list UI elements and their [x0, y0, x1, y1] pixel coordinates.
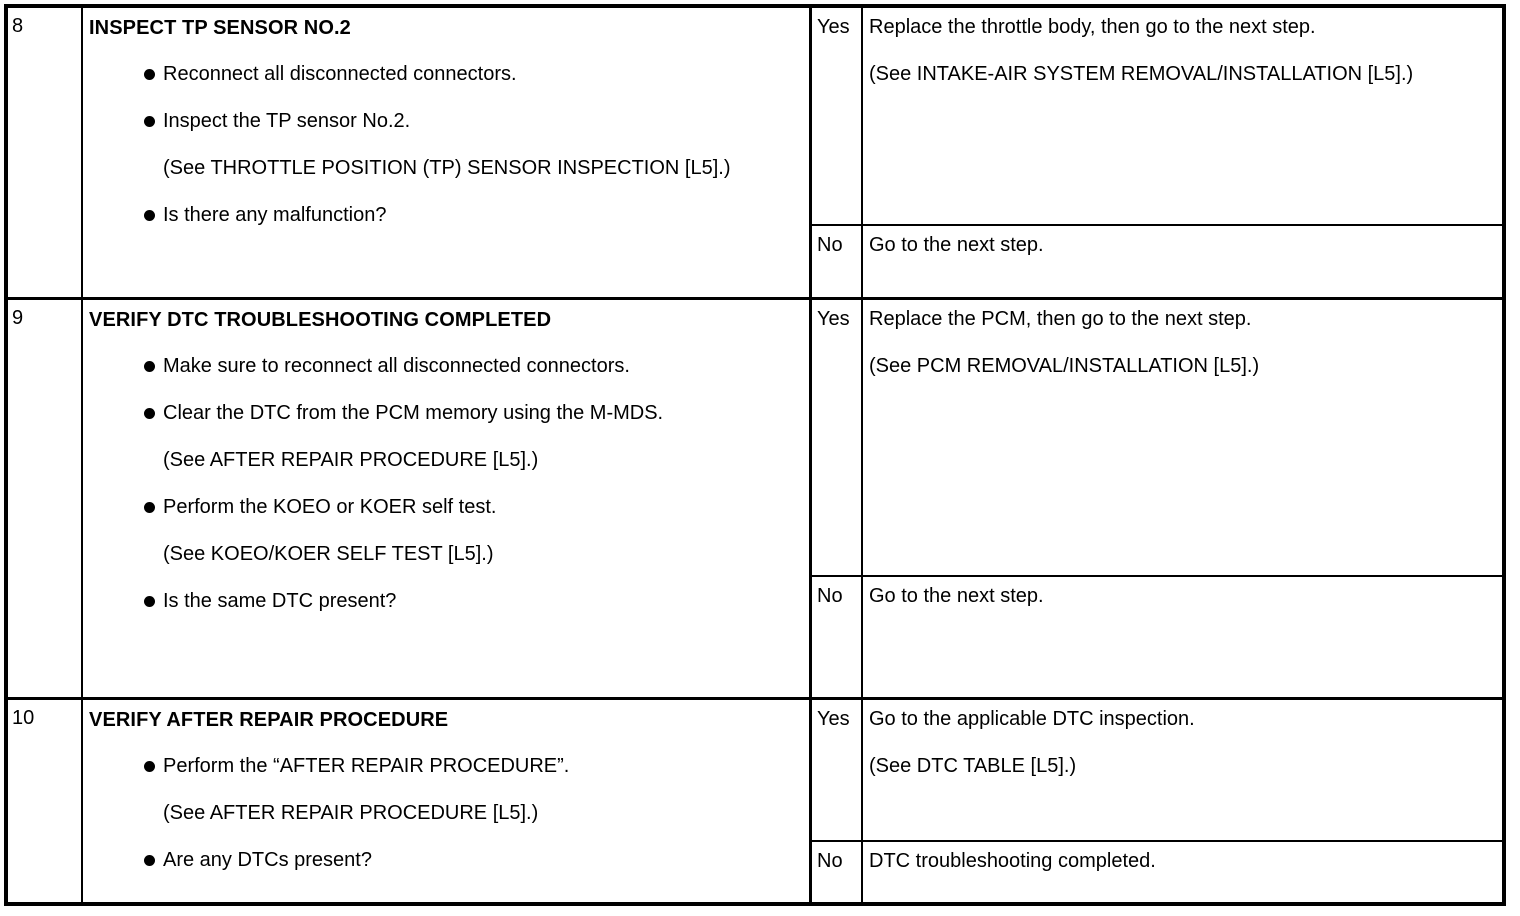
step-number: 9	[12, 306, 24, 329]
answer-body: Go to the next step.	[863, 577, 1502, 697]
list-item: Perform the KOEO or KOER self test.	[89, 494, 799, 520]
answer-block-yes: Yes Replace the throttle body, then go t…	[812, 8, 1502, 226]
bullet-icon	[144, 116, 155, 127]
bullet-icon	[144, 595, 155, 607]
answer-body: DTC troubleshooting completed.	[863, 842, 1502, 902]
list-item-text: Is the same DTC present?	[163, 589, 397, 612]
answer-label: No	[812, 576, 863, 697]
answer-label: No	[812, 841, 863, 902]
bullet-icon	[144, 760, 155, 772]
answer-label: Yes	[812, 699, 863, 840]
procedure-title: VERIFY DTC TROUBLESHOOTING COMPLETED	[89, 308, 552, 331]
answer-block-no: No DTC troubleshooting completed.	[812, 841, 1502, 902]
answer-label: Yes	[812, 8, 863, 224]
reference-note: (See AFTER REPAIR PROCEDURE [L5].)	[163, 801, 539, 824]
list-item: Inspect the TP sensor No.2.	[89, 108, 799, 134]
result-action-cell: Yes Replace the PCM, then go to the next…	[812, 299, 1502, 697]
procedure-cell: VERIFY AFTER REPAIR PROCEDURE Perform th…	[83, 699, 812, 902]
list-item: Is there any malfunction?	[89, 202, 799, 228]
procedure-steps: Reconnect all disconnected connectors. I…	[89, 61, 799, 228]
procedure-cell: INSPECT TP SENSOR NO.2 Reconnect all dis…	[83, 8, 812, 297]
bullet-icon	[144, 210, 155, 221]
answer-reference: (See INTAKE-AIR SYSTEM REMOVAL/INSTALLAT…	[869, 63, 1414, 85]
bullet-icon	[144, 360, 155, 372]
list-item: Perform the “AFTER REPAIR PROCEDURE”.	[89, 753, 799, 779]
procedure-title: INSPECT TP SENSOR NO.2	[89, 17, 351, 39]
bullet-icon	[144, 407, 155, 419]
list-item: Clear the DTC from the PCM memory using …	[89, 400, 799, 426]
answer-body: Replace the throttle body, then go to th…	[863, 8, 1502, 224]
answer-reference: (See PCM REMOVAL/INSTALLATION [L5].)	[869, 354, 1260, 377]
list-item-text: Make sure to reconnect all disconnected …	[163, 354, 630, 377]
answer-body: Go to the next step.	[863, 226, 1502, 297]
answer-line: Replace the throttle body, then go to th…	[869, 16, 1316, 38]
result-action-cell: Yes Go to the applicable DTC inspection.…	[812, 699, 1502, 902]
list-item-text: Clear the DTC from the PCM memory using …	[163, 401, 664, 424]
troubleshooting-table: 8 INSPECT TP SENSOR NO.2 Reconnect all d…	[4, 4, 1506, 906]
bullet-icon	[144, 69, 155, 80]
list-item-text: Are any DTCs present?	[163, 848, 372, 871]
step-number-cell: 10	[8, 699, 83, 902]
answer-line: Go to the next step.	[869, 234, 1044, 256]
reference-note: (See THROTTLE POSITION (TP) SENSOR INSPE…	[163, 157, 731, 179]
list-item-text: Inspect the TP sensor No.2.	[163, 110, 411, 132]
table-row: 8 INSPECT TP SENSOR NO.2 Reconnect all d…	[8, 8, 1502, 300]
list-item-text: Perform the “AFTER REPAIR PROCEDURE”.	[163, 754, 570, 777]
answer-block-no: No Go to the next step.	[812, 226, 1502, 297]
reference-note: (See KOEO/KOER SELF TEST [L5].)	[163, 542, 494, 565]
step-number-cell: 9	[8, 299, 83, 697]
answer-reference: (See DTC TABLE [L5].)	[869, 754, 1077, 777]
answer-line: Go to the applicable DTC inspection.	[869, 707, 1195, 730]
table-row: 9 VERIFY DTC TROUBLESHOOTING COMPLETED M…	[8, 299, 1502, 700]
step-number: 10	[12, 706, 35, 729]
list-item: Make sure to reconnect all disconnected …	[89, 353, 799, 379]
answer-label: Yes	[812, 299, 863, 575]
answer-block-yes: Yes Replace the PCM, then go to the next…	[812, 299, 1502, 577]
procedure-cell: VERIFY DTC TROUBLESHOOTING COMPLETED Mak…	[83, 299, 812, 697]
procedure-title: VERIFY AFTER REPAIR PROCEDURE	[89, 708, 449, 731]
list-item: Reconnect all disconnected connectors.	[89, 61, 799, 87]
list-item: Is the same DTC present?	[89, 588, 799, 614]
answer-body: Replace the PCM, then go to the next ste…	[863, 300, 1502, 575]
procedure-steps: Make sure to reconnect all disconnected …	[89, 353, 799, 614]
bullet-icon	[144, 854, 155, 866]
table-row: 10 VERIFY AFTER REPAIR PROCEDURE Perform…	[8, 699, 1502, 902]
list-item-text: Reconnect all disconnected connectors.	[163, 63, 517, 85]
result-action-cell: Yes Replace the throttle body, then go t…	[812, 8, 1502, 297]
answer-block-no: No Go to the next step.	[812, 576, 1502, 697]
answer-body: Go to the applicable DTC inspection. (Se…	[863, 700, 1502, 840]
list-item-text: Is there any malfunction?	[163, 204, 387, 226]
bullet-icon	[144, 501, 155, 513]
procedure-steps: Perform the “AFTER REPAIR PROCEDURE”. (S…	[89, 753, 799, 873]
reference-note: (See AFTER REPAIR PROCEDURE [L5].)	[163, 448, 539, 471]
step-number-cell: 8	[8, 8, 83, 297]
answer-line: DTC troubleshooting completed.	[869, 849, 1156, 872]
list-item: Are any DTCs present?	[89, 847, 799, 873]
answer-line: Go to the next step.	[869, 584, 1044, 607]
step-number: 8	[12, 15, 24, 37]
answer-block-yes: Yes Go to the applicable DTC inspection.…	[812, 699, 1502, 842]
list-item-text: Perform the KOEO or KOER self test.	[163, 495, 497, 518]
answer-label: No	[812, 226, 863, 297]
answer-line: Replace the PCM, then go to the next ste…	[869, 307, 1252, 330]
